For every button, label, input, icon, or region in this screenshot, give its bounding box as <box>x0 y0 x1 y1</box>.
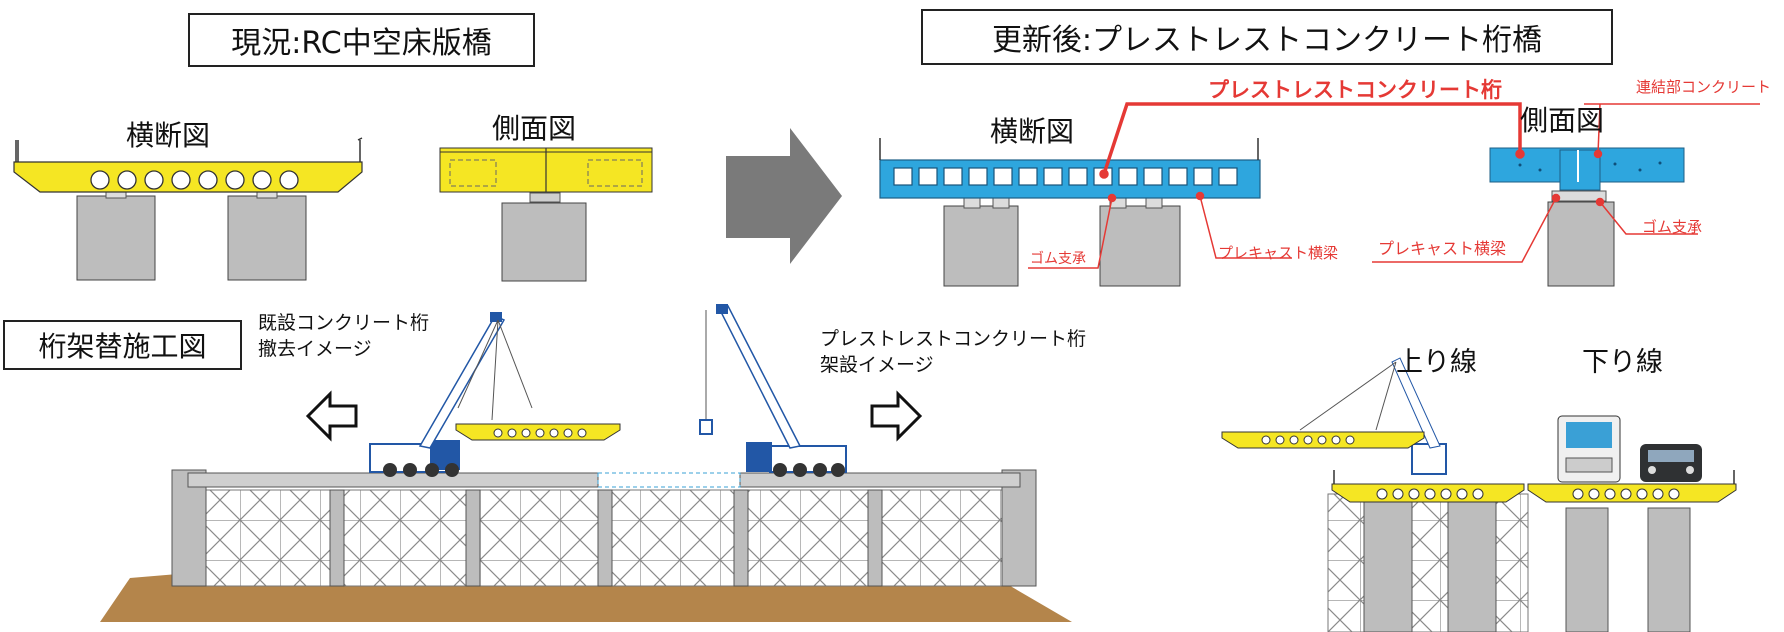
erection-caption: プレストレストコンクリート桁 架設イメージ <box>820 326 1086 378</box>
new-cross-section-label: 横断図 <box>990 115 1075 148</box>
lifted-slab-left <box>455 423 621 441</box>
truck-icon <box>1557 415 1621 483</box>
new-title-box: 更新後:プレストレストコンクリート桁橋 <box>921 9 1613 65</box>
callout-pc-girder: プレストレストコンクリート桁 <box>1208 78 1502 102</box>
existing-title-box: 現況:RC中空床版橋 <box>188 13 535 67</box>
removal-caption-line2: 撤去イメージ <box>258 338 372 360</box>
callout-rubber-bearing-right: ゴム支承 <box>1642 218 1703 236</box>
erection-caption-line2: 架設イメージ <box>820 354 934 376</box>
existing-cross-section <box>13 137 363 281</box>
callout-leaders <box>1028 102 1760 269</box>
arrow-left-icon <box>305 390 358 442</box>
transition-arrow <box>726 128 842 264</box>
construction-title-box: 桁架替施工図 <box>3 320 242 370</box>
car-icon <box>1640 444 1702 482</box>
removal-caption-line1: 既設コンクリート桁 <box>258 312 430 334</box>
callout-rubber-bearing-left: ゴム支承 <box>1030 251 1086 267</box>
existing-side-view-label: 側面図 <box>492 112 577 145</box>
callout-precast-crossbeam-right: プレキャスト横梁 <box>1378 239 1507 258</box>
callout-precast-crossbeam-left: プレキャスト横梁 <box>1218 244 1339 262</box>
left-crane <box>369 312 533 477</box>
up-line-label: 上り線 <box>1396 347 1477 378</box>
right-crane <box>699 304 847 477</box>
callout-connecting-concrete: 連結部コンクリート <box>1636 78 1772 96</box>
down-line-label: 下り線 <box>1582 347 1663 378</box>
new-title: 更新後:プレストレストコンクリート桁橋 <box>991 23 1543 58</box>
arrow-right-icon <box>870 390 923 442</box>
existing-side-view <box>439 147 653 282</box>
existing-title: 現況:RC中空床版橋 <box>231 26 492 61</box>
new-side-view-label: 側面図 <box>1520 104 1605 137</box>
existing-cross-section-label: 横断図 <box>126 119 211 152</box>
new-cross-section <box>879 138 1261 287</box>
erection-caption-line1: プレストレストコンクリート桁 <box>820 328 1087 350</box>
new-side-view <box>1489 147 1685 287</box>
removal-caption: 既設コンクリート桁 撤去イメージ <box>258 310 429 362</box>
construction-drawing <box>100 304 1072 622</box>
up-down-line-drawing <box>1221 357 1737 632</box>
construction-title: 桁架替施工図 <box>38 330 207 363</box>
